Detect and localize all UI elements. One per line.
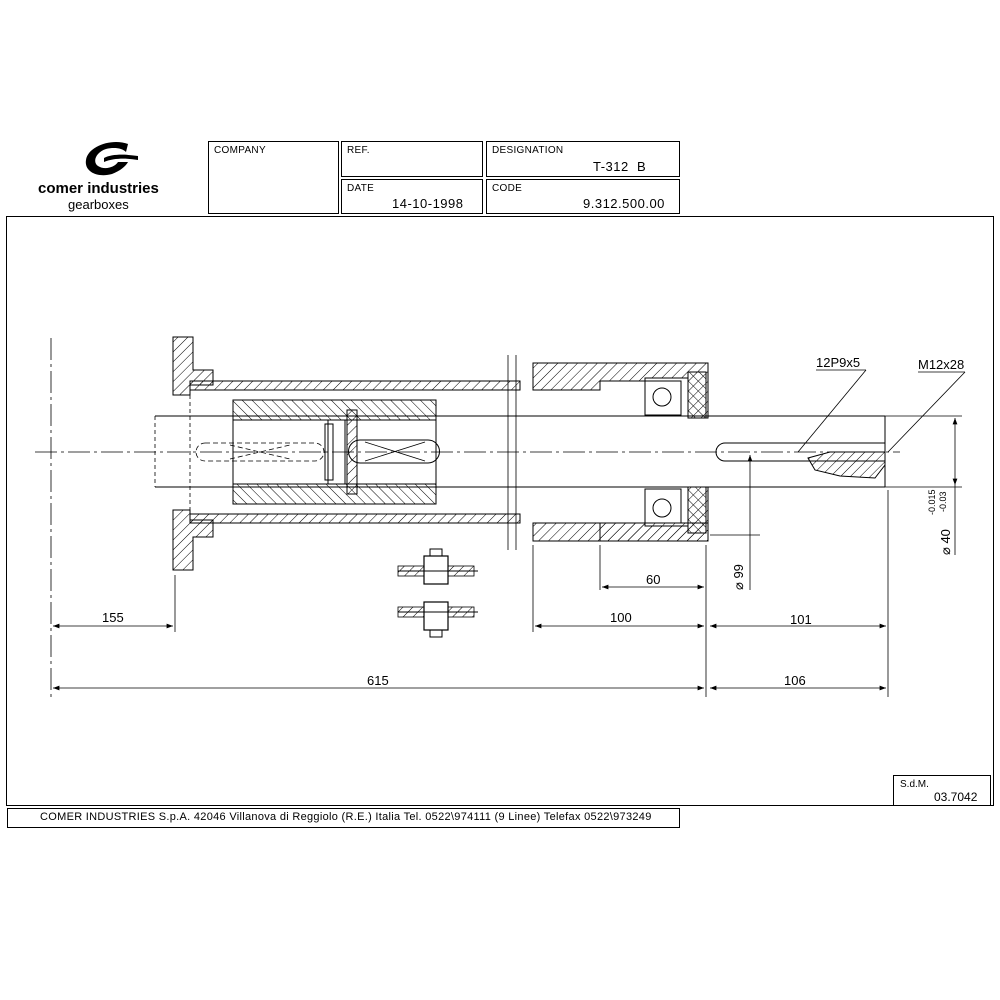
right-housing (532, 362, 709, 542)
dim-diameter-40: ⌀ 40 (938, 529, 953, 555)
date-label: DATE (347, 183, 375, 194)
dim-106: 106 (784, 673, 806, 688)
logo-line-2: gearboxes (68, 197, 129, 212)
code-value: 9.312.500.00 (583, 196, 665, 211)
sdm-label: S.d.M. (900, 779, 929, 790)
code-label: CODE (492, 183, 523, 194)
dim-diameter-99: ⌀ 99 (731, 564, 746, 590)
break-lines (507, 355, 517, 550)
dimension-lines (53, 369, 966, 691)
coupling (195, 399, 440, 505)
sdm-box: S.d.M. 03.7042 (893, 775, 991, 806)
date-cell: DATE 14-10-1998 (341, 179, 483, 214)
code-cell: CODE 9.312.500.00 (486, 179, 680, 214)
left-flange (172, 336, 214, 571)
tolerance-upper: -0.015 (927, 489, 937, 515)
comer-logo-mark (85, 141, 138, 176)
sdm-value: 03.7042 (934, 790, 978, 804)
dim-615: 615 (367, 673, 389, 688)
company-address-footer: COMER INDUSTRIES S.p.A. 42046 Villanova … (7, 808, 680, 828)
logo-line-1: comer industries (38, 180, 159, 197)
company-cell: COMPANY (208, 141, 339, 214)
key-callout: 12P9x5 (816, 355, 860, 370)
tolerance-lower: -0.03 (938, 491, 948, 512)
company-logo: comer industries gearboxes (30, 140, 195, 220)
drawing-frame (6, 216, 994, 806)
dim-101: 101 (790, 612, 812, 627)
bolt-callout: M12x28 (918, 357, 964, 372)
designation-value: T-312 B (593, 159, 647, 174)
designation-cell: DESIGNATION T-312 B (486, 141, 680, 177)
dim-100: 100 (610, 610, 632, 625)
ref-cell: REF. (341, 141, 483, 177)
dim-60: 60 (646, 572, 660, 587)
ref-label: REF. (347, 145, 370, 156)
output-shaft (640, 415, 886, 488)
key-section-views (397, 548, 478, 638)
dim-155: 155 (102, 610, 124, 625)
date-value: 14-10-1998 (392, 196, 464, 211)
company-label: COMPANY (214, 145, 266, 156)
extension-lines (174, 415, 962, 697)
designation-label: DESIGNATION (492, 145, 564, 156)
